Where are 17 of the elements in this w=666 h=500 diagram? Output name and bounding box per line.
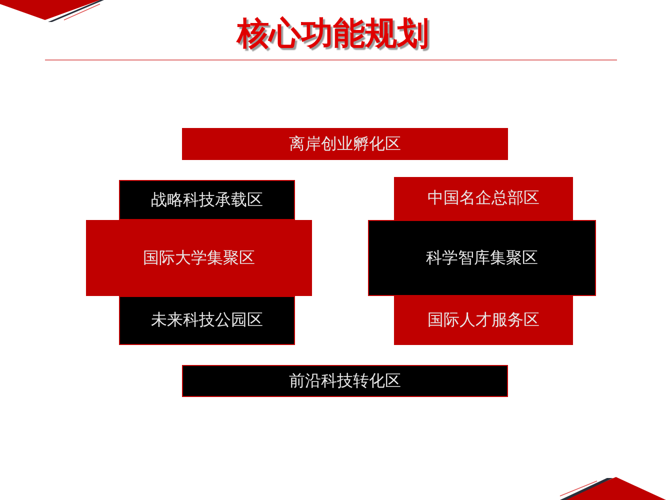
zone-label: 战略科技承载区 (151, 190, 263, 210)
zone-box (368, 220, 596, 296)
zone-label: 中国名企总部区 (428, 188, 540, 209)
zone-box (394, 296, 573, 345)
zone-label: 前沿科技转化区 (289, 370, 401, 392)
zone-label: 国际大学集聚区 (143, 248, 255, 268)
zone-label: 未来科技公园区 (151, 310, 263, 331)
zone-label: 离岸创业孵化区 (289, 134, 401, 154)
zone-label: 科学智库集聚区 (426, 248, 538, 268)
zone-box (119, 180, 295, 220)
slide-title: 核心功能规划 (237, 14, 429, 52)
zone-box (394, 177, 573, 220)
zone-box (182, 128, 508, 160)
zone-box (119, 296, 295, 345)
zone-box (182, 365, 508, 397)
zone-box (86, 220, 312, 296)
zone-label: 国际人才服务区 (428, 310, 540, 331)
